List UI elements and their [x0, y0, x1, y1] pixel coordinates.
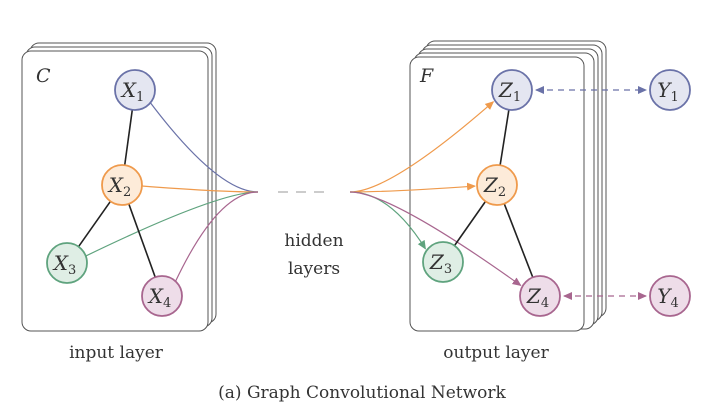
input-flow-x3	[85, 191, 259, 257]
label-node-circle	[649, 69, 691, 111]
output-edge-z1-z2	[499, 109, 510, 166]
output-card-symbol: F	[419, 65, 434, 87]
input-node-circle	[141, 275, 183, 317]
node-x2: X2	[101, 164, 143, 206]
node-x4: X4	[141, 275, 183, 317]
figure-caption: (a) Graph Convolutional Network	[218, 383, 506, 403]
node-x1: X1	[114, 69, 156, 111]
node-z2: Z2	[476, 164, 518, 206]
output-flow-arrow-z2	[349, 182, 477, 193]
output-node-circle	[519, 275, 561, 317]
node-x3: X3	[46, 242, 88, 284]
input-node-circle	[46, 242, 88, 284]
output-node-label: Z4	[526, 284, 549, 311]
output-node-circle	[476, 164, 518, 206]
input-flow-x2	[141, 185, 259, 193]
output-edge-z2-z3	[453, 200, 487, 247]
input-node-label: X4	[147, 284, 172, 311]
label-node-label: Y1	[657, 78, 678, 105]
input-node-circle	[114, 69, 156, 111]
input-flow-x4	[175, 191, 259, 282]
input-node-label: X3	[52, 251, 77, 278]
graph-edges	[77, 109, 534, 278]
input-node-label: X2	[107, 173, 132, 200]
input-edge-x2-x3	[77, 200, 112, 248]
flow-connections	[85, 86, 647, 300]
output-node-circle	[491, 69, 533, 111]
input-edge-x2-x4	[128, 203, 156, 278]
node-z4: Z4	[519, 275, 561, 317]
output-node-label: Z3	[429, 250, 452, 277]
node-y4: Y4	[649, 275, 691, 317]
output-flow-arrow-z4	[349, 191, 522, 287]
output-node-label: Z1	[498, 78, 521, 105]
hidden-layers-label-line2: layers	[288, 259, 340, 279]
input-edge-x1-x2	[123, 109, 134, 166]
input-node-label: X1	[120, 78, 145, 105]
input-layer-label: input layer	[69, 343, 164, 363]
input-node-circle	[101, 164, 143, 206]
node-y1: Y1	[649, 69, 691, 111]
output-node-label: Z2	[483, 173, 506, 200]
label-node-label: Y4	[657, 284, 678, 311]
input-flow-x1	[149, 102, 259, 193]
output-edge-z2-z4	[503, 203, 534, 278]
output-flow-arrow-z1	[349, 101, 495, 193]
input-card-symbol: C	[36, 65, 51, 87]
node-z1: Z1	[491, 69, 533, 111]
label-node-circle	[649, 275, 691, 317]
node-z3: Z3	[422, 241, 464, 283]
output-node-circle	[422, 241, 464, 283]
output-layer-label: output layer	[443, 343, 549, 363]
hidden-layers-label-line1: hidden	[284, 231, 343, 251]
